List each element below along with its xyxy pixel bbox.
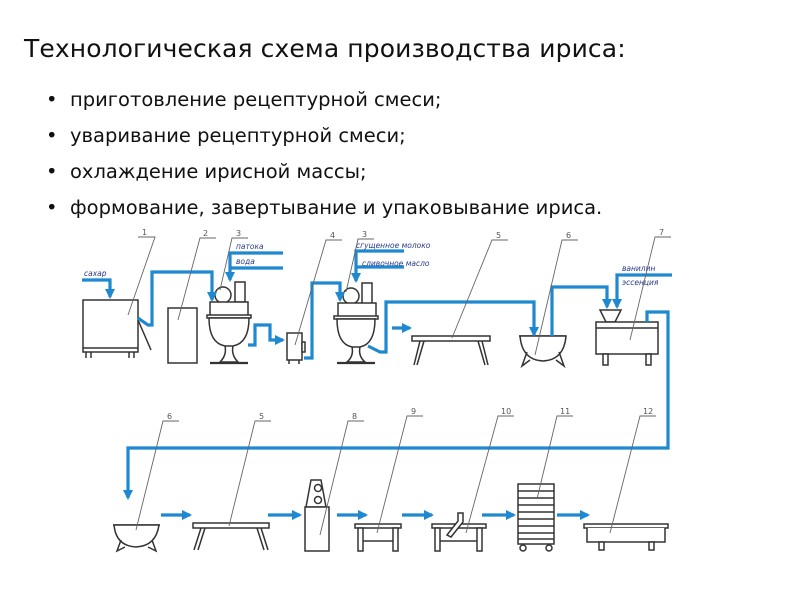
process-step: • приготовление рецептурной смеси; bbox=[44, 82, 602, 118]
equipment-number: 10 bbox=[501, 407, 511, 416]
pipe-condensed-milk bbox=[350, 249, 404, 284]
bottom-leader-lines: 6 5 8 9 10 11 12 bbox=[135, 407, 656, 536]
equipment-1-sugar-sifter bbox=[82, 299, 152, 358]
equipment-6-kettle bbox=[519, 335, 567, 369]
process-step: • уваривание рецептурной смеси; bbox=[44, 118, 602, 154]
process-steps-list: • приготовление рецептурной смеси; • увари… bbox=[44, 82, 602, 226]
process-step-text: охлаждение ирисной массы; bbox=[70, 160, 367, 183]
equipment-number: 3 bbox=[236, 229, 241, 238]
equipment-3-dissolver bbox=[206, 281, 252, 365]
process-step-text: приготовление рецептурной смеси; bbox=[70, 88, 442, 111]
equipment-10-wrapping-machine bbox=[431, 512, 487, 552]
label-water: вода bbox=[236, 257, 255, 266]
equipment-number: 9 bbox=[411, 407, 416, 416]
process-step: • охлаждение ирисной массы; bbox=[44, 154, 602, 190]
equipment-number: 6 bbox=[566, 231, 571, 240]
equipment-number: 3 bbox=[362, 230, 367, 239]
equipment-8-rolling-machine bbox=[304, 479, 330, 552]
bullet-icon: • bbox=[46, 196, 58, 219]
bullet-icon: • bbox=[46, 160, 58, 183]
process-step: • формование, завертывание и упаковывание… bbox=[44, 190, 602, 226]
equipment-number: 7 bbox=[659, 228, 664, 237]
pipe-7-to-6-return bbox=[122, 310, 670, 501]
equipment-2-tank bbox=[167, 307, 198, 364]
process-step-text: уваривание рецептурной смеси; bbox=[70, 124, 406, 147]
top-row-pipes bbox=[82, 249, 672, 501]
equipment-6-kettle-bottom bbox=[113, 524, 160, 553]
pipe-molasses bbox=[224, 251, 283, 283]
label-essence: эссенция bbox=[622, 278, 659, 287]
equipment-7-mixing-machine bbox=[595, 309, 659, 366]
pipe-3-to-6 bbox=[367, 300, 540, 354]
equipment-number: 5 bbox=[496, 231, 501, 240]
equipment-5-cooling-table bbox=[411, 335, 491, 366]
pipe-3-to-4 bbox=[248, 323, 286, 347]
equipment-number: 5 bbox=[259, 412, 264, 421]
equipment-4-pump bbox=[286, 332, 306, 364]
equipment-number: 2 bbox=[203, 229, 208, 238]
equipment-12-packing-table bbox=[583, 523, 669, 551]
slide-title: Технологическая схема производства ириса… bbox=[24, 34, 626, 63]
label-molasses: патока bbox=[236, 242, 264, 251]
bullet-icon: • bbox=[46, 124, 58, 147]
label-butter: сливочное масло bbox=[362, 259, 430, 268]
pipe-vanillin bbox=[611, 273, 672, 310]
label-condensed-milk: сгущенное молоко bbox=[356, 241, 431, 250]
equipment-3-cooker bbox=[333, 282, 379, 365]
equipment-number: 4 bbox=[330, 231, 335, 240]
equipment-11-rack-trolley bbox=[517, 483, 555, 552]
bullet-icon: • bbox=[46, 88, 58, 111]
equipment-number: 1 bbox=[142, 228, 147, 237]
equipment-5-cooling-table-bottom bbox=[192, 522, 270, 551]
pipe-1-to-3 bbox=[137, 270, 218, 327]
equipment-number: 11 bbox=[560, 407, 570, 416]
top-leader-lines: 1 2 3 4 3 5 6 7 bbox=[127, 228, 671, 356]
equipment-number: 8 bbox=[352, 412, 357, 421]
process-step-text: формование, завертывание и упаковывание … bbox=[70, 196, 603, 219]
ingredient-labels: сахар патока вода сгущенное молоко сливо… bbox=[84, 241, 659, 287]
equipment-number: 12 bbox=[643, 407, 653, 416]
equipment-number: 6 bbox=[167, 412, 172, 421]
pipe-sugar bbox=[82, 278, 116, 300]
label-vanillin: ванилин bbox=[622, 264, 655, 273]
pipe-4-to-3 bbox=[304, 281, 346, 360]
pipe-6-to-7 bbox=[550, 285, 613, 336]
label-sugar: сахар bbox=[84, 269, 107, 278]
